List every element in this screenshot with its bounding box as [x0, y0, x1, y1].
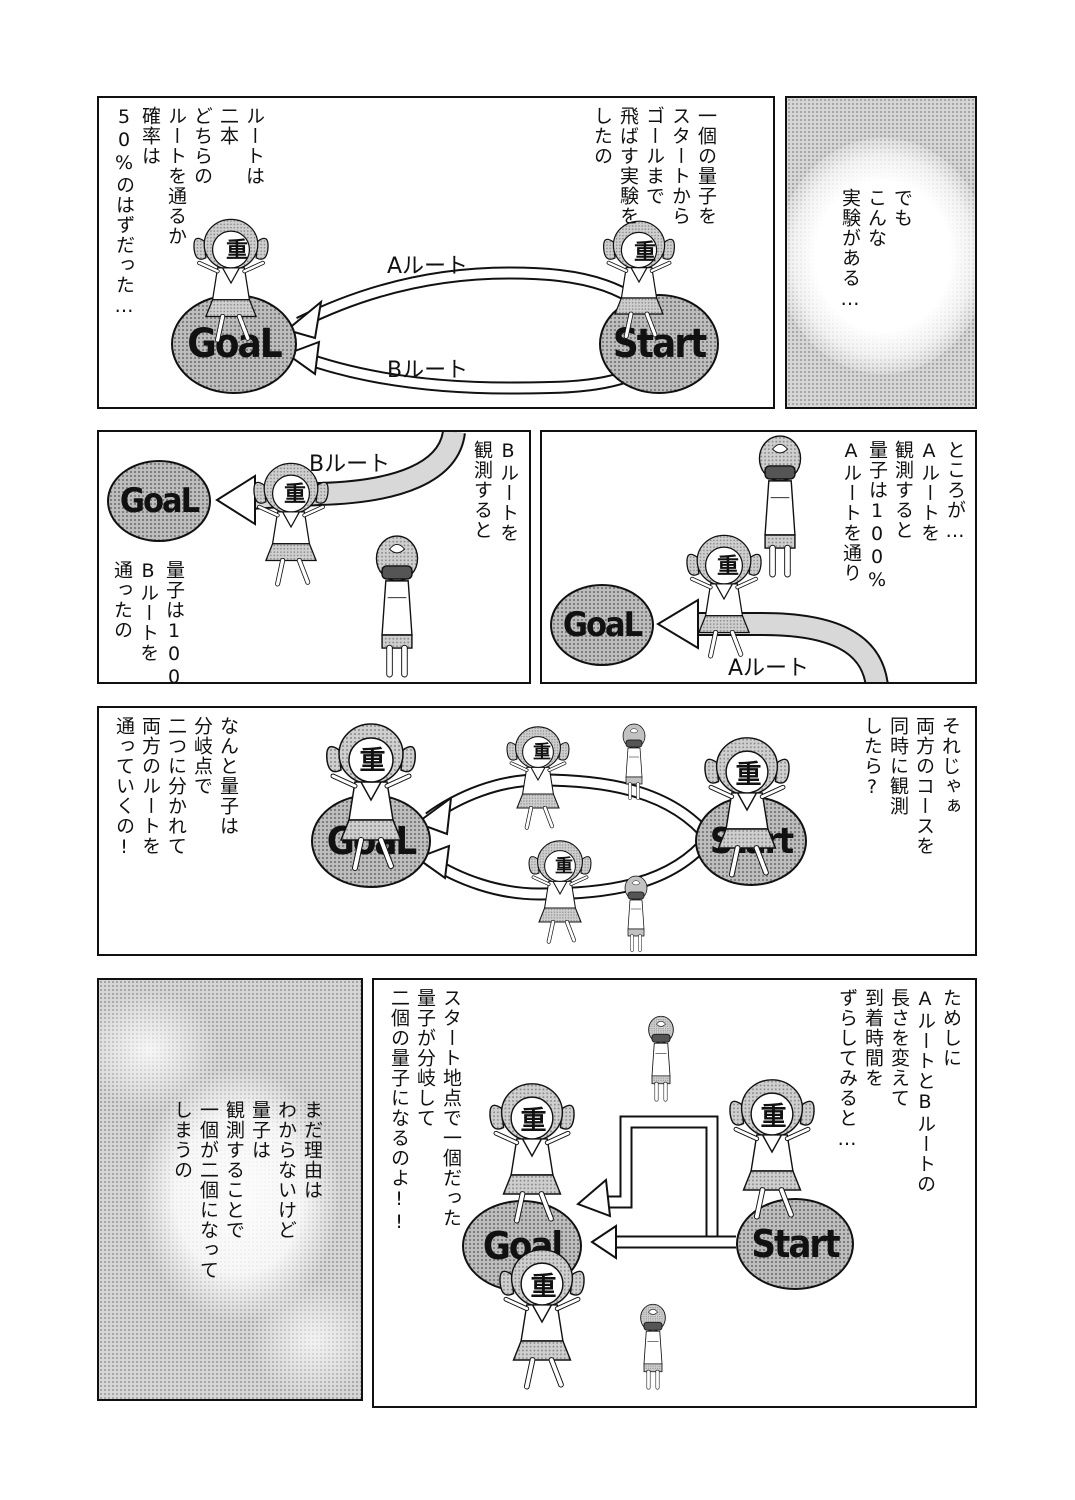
route-a-label: Aルート [387, 254, 469, 279]
panel-3: GoaL Bルート 重 Bルートを観測すると 量子は100%Bルートを通ったの [97, 430, 531, 684]
quantum-girl-figure [599, 218, 679, 346]
face-glyph: 重 [713, 554, 738, 577]
quantum-girl-figure [724, 1076, 820, 1228]
route-arrow [215, 432, 466, 526]
observer-figure [619, 722, 649, 802]
goal-oval: GoaL [107, 460, 211, 542]
face-glyph: 重 [355, 746, 385, 773]
goal-label: GoaL [562, 605, 643, 645]
panel-2: でもこんな実験がある… [785, 96, 977, 409]
narration-right: 一個の量子をスタートからゴールまで飛ばす実験をしたの [591, 106, 717, 226]
observer-figure [621, 874, 651, 954]
narration-left: なんと量子は分岐点で二つに分かれて両方のルートを通っていくの! [113, 716, 239, 859]
panel-1: GoaL Start Aルート Bルート 重 重 一個の量子をスタートからゴール… [97, 96, 775, 409]
quantum-girl-figure [503, 724, 573, 836]
face-glyph: 重 [530, 742, 551, 761]
narration-right: それじゃぁ両方のコースを同時に観測したら? [861, 716, 961, 856]
speed-burst [787, 138, 975, 374]
start-label: Start [751, 1222, 840, 1266]
observer-figure [369, 532, 425, 682]
observer-figure [752, 432, 808, 582]
panel-5: GoaL Start 重 重 重 重 それじゃぁ両方のコースを同時に観測したら?… [97, 706, 977, 956]
observer-figure [636, 1302, 670, 1392]
face-glyph: 重 [222, 238, 247, 261]
observer-figure [644, 1014, 678, 1104]
quantum-girl-figure [249, 460, 333, 594]
quantum-girl-figure [484, 1080, 580, 1232]
face-glyph: 重 [526, 1272, 556, 1299]
route-arrow [656, 598, 889, 682]
quantum-girl-figure [321, 720, 421, 880]
face-glyph: 重 [280, 482, 305, 505]
route-arrows [576, 1115, 736, 1260]
goal-label: GoaL [187, 321, 282, 367]
face-glyph: 重 [552, 856, 573, 875]
panel-4: GoaL Aルート 重 ところが…Aルートを観測すると量子は100%Aルートを通… [540, 430, 977, 684]
face-glyph: 重 [516, 1106, 546, 1133]
quantum-girl-figure [525, 838, 595, 950]
face-glyph: 重 [756, 1102, 786, 1129]
route-b-label: Bルート [387, 358, 469, 383]
cloud-highlight [99, 990, 219, 1110]
route-label: Aルート [728, 656, 810, 681]
face-glyph: 重 [731, 760, 761, 787]
quantum-girl-figure [699, 734, 795, 886]
quantum-girl-figure [494, 1246, 590, 1398]
narration-bottom: 量子は100%Bルートを通ったの [111, 560, 185, 684]
goal-label: GoaL [119, 481, 200, 521]
face-glyph: 重 [630, 240, 655, 263]
narration-left: スタート地点で一個だった量子が分岐して二個の量子になるのよ!! [388, 988, 462, 1234]
cloud-highlight [249, 1280, 361, 1399]
narration: まだ理由はわからないけど量子は観測することで一個が二個になってしまうの [171, 1100, 323, 1280]
cloud-highlight [139, 1070, 339, 1320]
narration-top: Bルートを観測すると [471, 440, 519, 543]
narration: でもこんな実験がある… [839, 188, 913, 311]
goal-oval: GoaL [550, 584, 654, 666]
route-label: Bルート [309, 452, 391, 477]
panel-6: まだ理由はわからないけど量子は観測することで一個が二個になってしまうの [97, 978, 363, 1401]
narration: ところが…Aルートを観測すると量子は100%Aルートを通り [840, 440, 966, 592]
